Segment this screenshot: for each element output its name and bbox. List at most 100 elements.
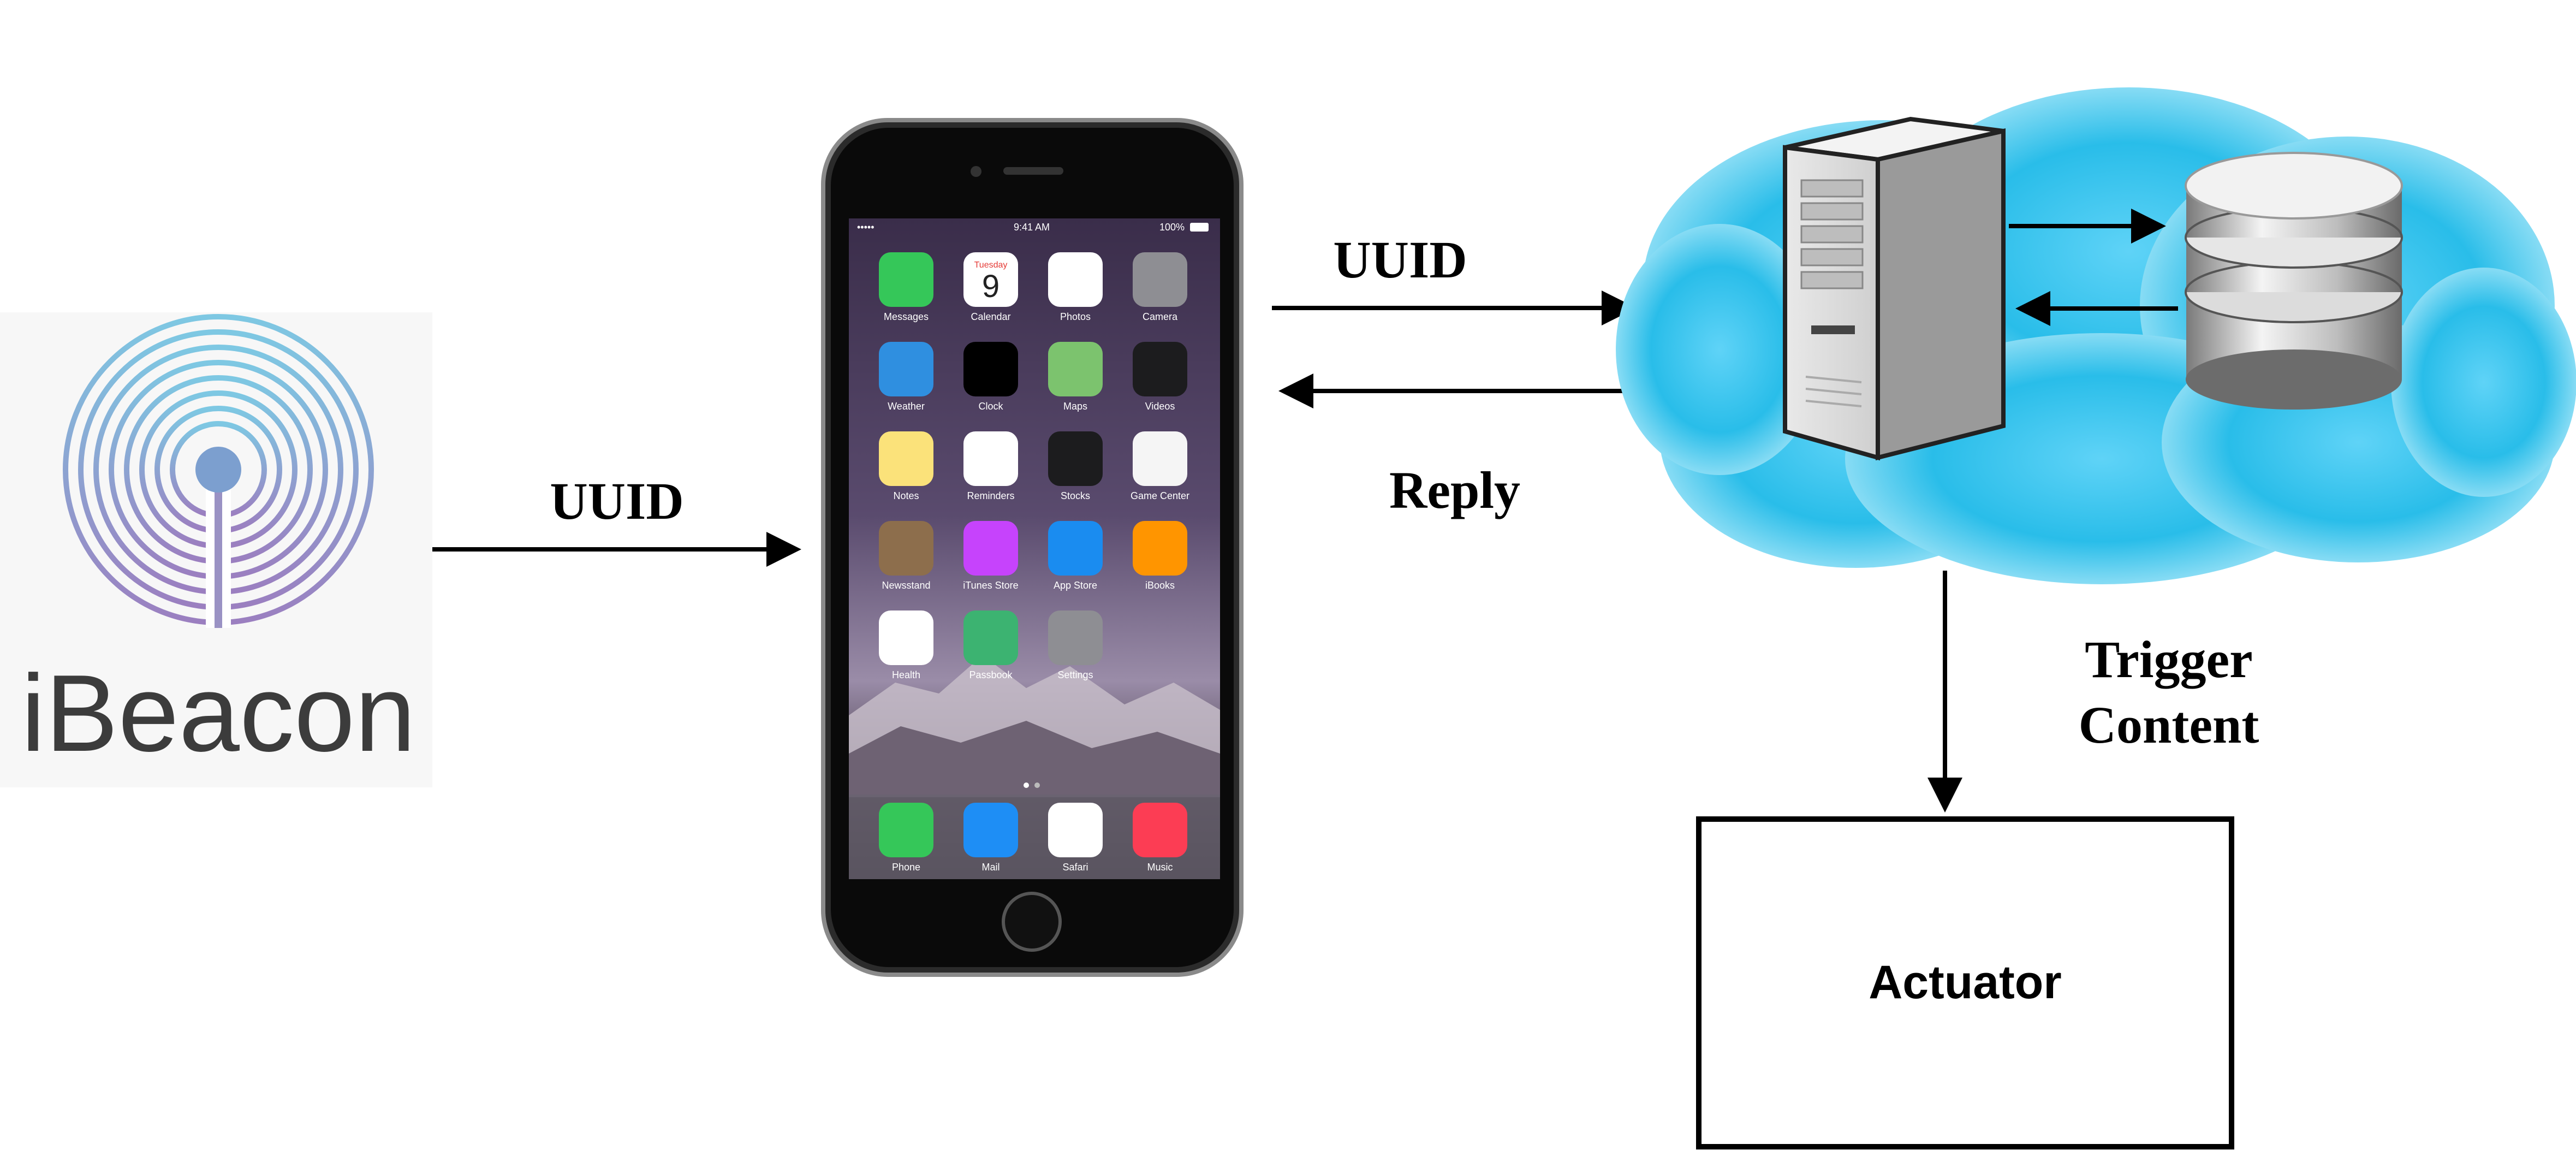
videos-icon: [1133, 342, 1187, 396]
ibeacon-label: iBeacon: [21, 653, 416, 774]
app-label: Camera: [1143, 311, 1178, 322]
app-label: Passbook: [969, 669, 1013, 680]
maps-icon: [1048, 342, 1103, 396]
uuid-label-phone: UUID: [1333, 230, 1467, 289]
app-label: Newsstand: [882, 580, 930, 591]
messages-icon: [879, 252, 933, 307]
page-dot: [1024, 783, 1029, 788]
app-music[interactable]: Music: [1133, 803, 1187, 873]
app-label: Settings: [1057, 669, 1093, 680]
app-label: iTunes Store: [963, 580, 1018, 591]
app-store-icon: [1048, 521, 1103, 576]
actuator-label: Actuator: [1869, 956, 2062, 1009]
status-time: 9:41 AM: [1014, 222, 1050, 233]
app-maps[interactable]: Maps: [1048, 342, 1103, 412]
ibeacon-signal-icon: [63, 314, 374, 628]
app-label: Stocks: [1061, 490, 1090, 501]
content-label: Content: [2079, 696, 2259, 754]
app-label: Health: [892, 669, 920, 680]
home-button[interactable]: [1002, 892, 1062, 952]
trigger-label: Trigger: [2085, 630, 2252, 689]
camera-icon: [1133, 252, 1187, 307]
status-battery: 100%: [1159, 222, 1185, 233]
cloud: [1616, 87, 2576, 584]
app-label: Phone: [892, 862, 920, 873]
database-icon: [2185, 152, 2403, 410]
app-videos[interactable]: Videos: [1133, 342, 1187, 412]
speaker-grill: [1003, 167, 1063, 175]
app-settings[interactable]: Settings: [1048, 610, 1103, 680]
server-tower-icon: [1783, 116, 2006, 461]
clock-icon: [963, 342, 1018, 396]
app-camera[interactable]: Camera: [1133, 252, 1187, 322]
app-safari[interactable]: Safari: [1048, 803, 1103, 873]
app-health[interactable]: Health: [879, 610, 933, 680]
app-label: Music: [1147, 862, 1173, 873]
app-label: iBooks: [1145, 580, 1175, 591]
app-notes[interactable]: Notes: [879, 431, 933, 501]
reply-label: Reply: [1389, 461, 1520, 519]
notes-icon: [879, 431, 933, 486]
app-label: Reminders: [967, 490, 1014, 501]
newsstand-icon: [879, 521, 933, 576]
music-icon: [1133, 803, 1187, 857]
app-newsstand[interactable]: Newsstand: [879, 521, 933, 591]
front-camera: [971, 166, 981, 177]
page-dot: [1034, 783, 1040, 788]
uuid-label-beacon: UUID: [550, 472, 683, 530]
stocks-icon: [1048, 431, 1103, 486]
phone-icon: [879, 803, 933, 857]
app-label: Safari: [1062, 862, 1088, 873]
app-label: Photos: [1060, 311, 1091, 322]
app-label: Game Center: [1131, 490, 1189, 501]
weather-icon: [879, 342, 933, 396]
battery-icon: [1190, 223, 1209, 232]
app-label: Clock: [978, 401, 1003, 412]
itunes-store-icon: [963, 521, 1018, 576]
arrow-beacon-to-phone: UUID: [432, 472, 801, 567]
app-phone[interactable]: Phone: [879, 803, 933, 873]
arrow-cloud-to-actuator: Trigger Content: [1927, 571, 2259, 813]
app-itunes-store[interactable]: iTunes Store: [963, 521, 1019, 591]
app-label: Notes: [893, 490, 919, 501]
app-label: Maps: [1063, 401, 1087, 412]
app-passbook[interactable]: Passbook: [963, 610, 1018, 680]
app-stocks[interactable]: Stocks: [1048, 431, 1103, 501]
app-label: Calendar: [971, 311, 1010, 322]
smartphone: ••••• 9:41 AM 100% Messages Tuesday9Calen…: [821, 118, 1244, 977]
passbook-icon: [963, 610, 1018, 665]
settings-icon: [1048, 610, 1103, 665]
app-reminders[interactable]: Reminders: [963, 431, 1018, 501]
app-clock[interactable]: Clock: [963, 342, 1018, 412]
game-center-icon: [1133, 431, 1187, 486]
app-app-store[interactable]: App Store: [1048, 521, 1103, 591]
app-game-center[interactable]: Game Center: [1131, 431, 1189, 501]
app-label: App Store: [1054, 580, 1097, 591]
app-ibooks[interactable]: iBooks: [1133, 521, 1187, 591]
app-label: Messages: [884, 311, 929, 322]
actuator-box: Actuator: [1696, 816, 2234, 1149]
dock-grid: Phone Mail Safari Music: [879, 803, 1187, 873]
ibeacon-panel: iBeacon: [0, 312, 432, 787]
photos-icon: [1048, 252, 1103, 307]
app-label: Weather: [888, 401, 925, 412]
app-label: Videos: [1145, 401, 1175, 412]
app-weather[interactable]: Weather: [879, 342, 933, 412]
mail-icon: [963, 803, 1018, 857]
arrow-phone-to-server: UUID: [1272, 230, 1637, 325]
safari-icon: [1048, 803, 1103, 857]
reminders-icon: [963, 431, 1018, 486]
calendar-day: Tuesday: [974, 260, 1008, 270]
app-mail[interactable]: Mail: [963, 803, 1018, 873]
app-messages[interactable]: Messages: [879, 252, 933, 322]
calendar-date: 9: [982, 269, 1000, 304]
arrow-server-to-phone: Reply: [1278, 374, 1643, 519]
app-photos[interactable]: Photos: [1048, 252, 1103, 322]
app-label: Mail: [981, 862, 1000, 873]
health-icon: [879, 610, 933, 665]
status-carrier: •••••: [857, 222, 874, 233]
ibooks-icon: [1133, 521, 1187, 576]
